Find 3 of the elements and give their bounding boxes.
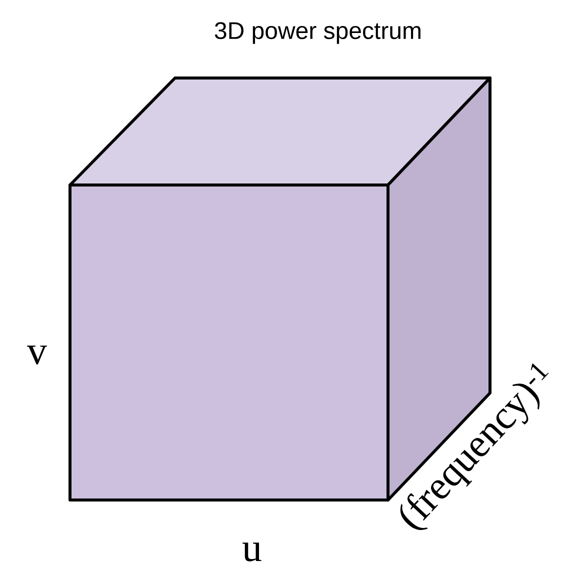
title: 3D power spectrum — [214, 22, 420, 44]
axis-label: v — [27, 346, 47, 364]
axis-label: u — [242, 542, 262, 562]
